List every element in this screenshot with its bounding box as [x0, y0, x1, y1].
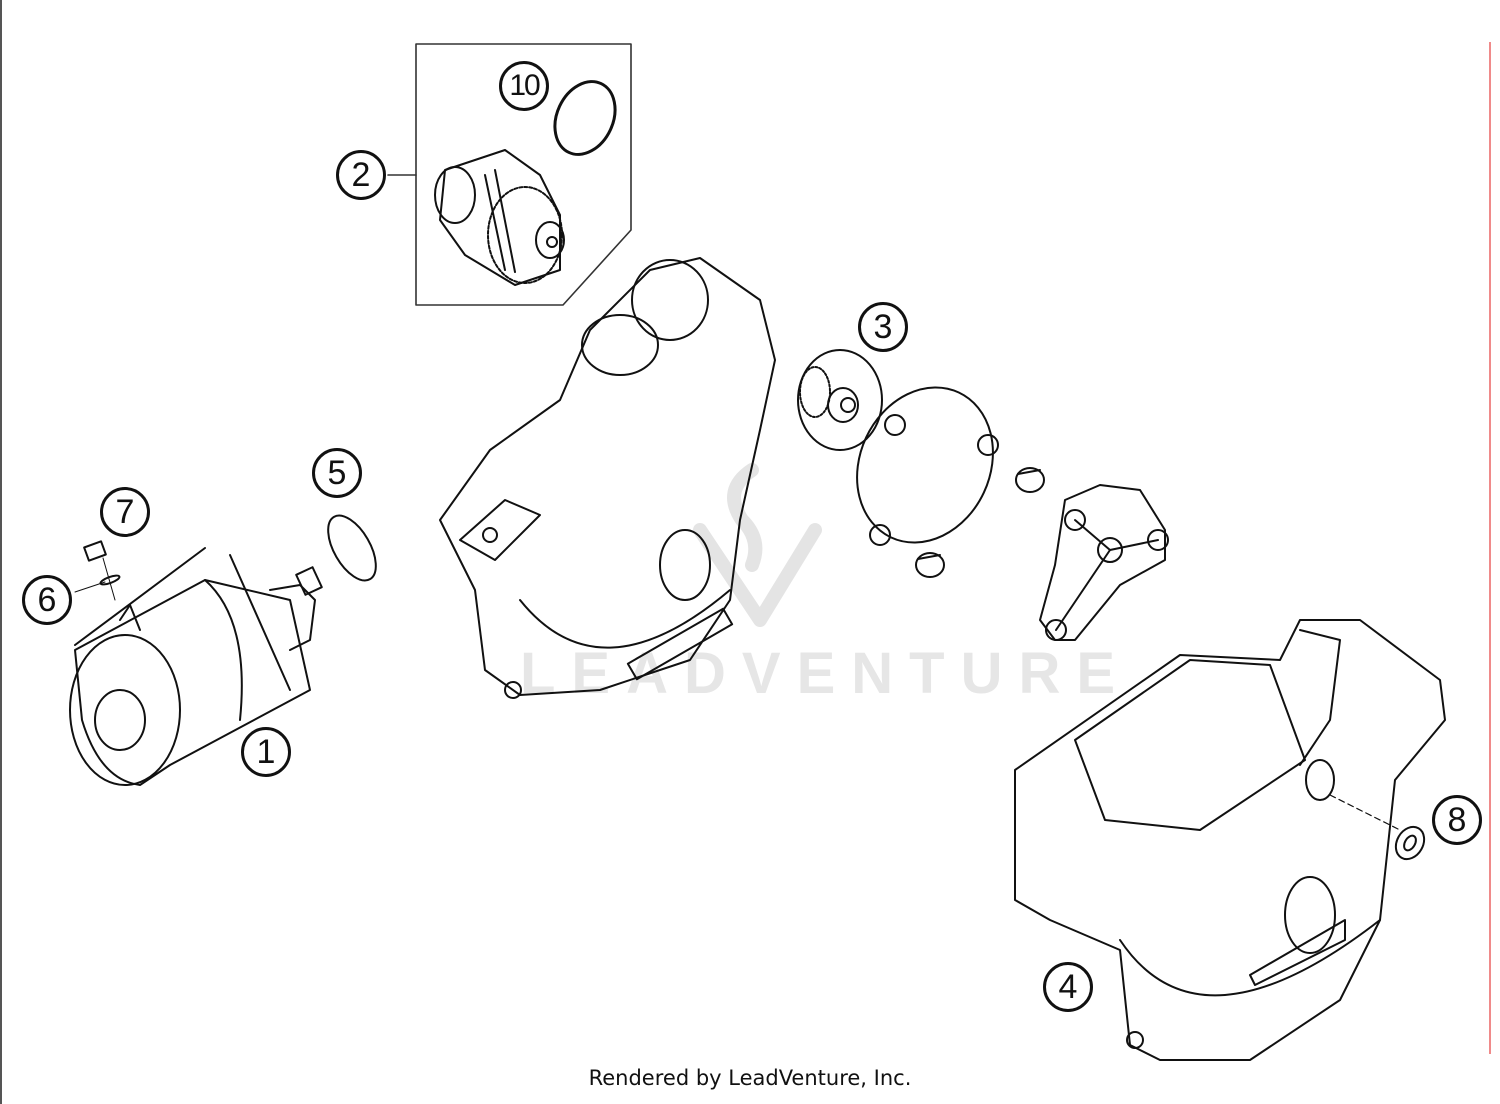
part-4-cover-protector[interactable]: [1014, 619, 1446, 1061]
part-7-nut[interactable]: [83, 540, 116, 601]
left-border: [0, 0, 2, 1104]
watermark: LEADVENTURE: [520, 641, 1132, 706]
part-5-o-ring[interactable]: [318, 508, 385, 588]
part-1-starter-motor[interactable]: [69, 547, 323, 786]
part-3-intermediate-gear[interactable]: [797, 349, 883, 451]
part-8-seal-washer[interactable]: [1390, 822, 1430, 864]
part-2-box: [387, 43, 632, 306]
callout-7[interactable]: 7: [100, 487, 150, 537]
footer-credit: Rendered by LeadVenture, Inc.: [588, 1066, 912, 1090]
callout-10[interactable]: 10: [499, 61, 549, 111]
part-10-o-ring[interactable]: [544, 72, 627, 165]
callout-5[interactable]: 5: [312, 448, 362, 498]
dowel-pin-upper[interactable]: [1015, 467, 1045, 493]
dowel-pin-lower[interactable]: [915, 552, 945, 578]
starter-bracket[interactable]: [1039, 484, 1169, 641]
callout-2[interactable]: 2: [336, 150, 386, 200]
part-6-washer[interactable]: [74, 574, 121, 593]
callout-1[interactable]: 1: [241, 727, 291, 777]
callout-8[interactable]: 8: [1432, 795, 1482, 845]
callout-6[interactable]: 6: [22, 575, 72, 625]
gasket[interactable]: [832, 365, 1017, 565]
watermark-logo-icon: [693, 463, 822, 627]
right-guide-line: [1489, 42, 1491, 1054]
crankcase-cover[interactable]: [439, 257, 776, 699]
callout-3[interactable]: 3: [858, 302, 908, 352]
callout-4[interactable]: 4: [1043, 962, 1093, 1012]
part-2-starter-drive-gear[interactable]: [434, 149, 565, 286]
